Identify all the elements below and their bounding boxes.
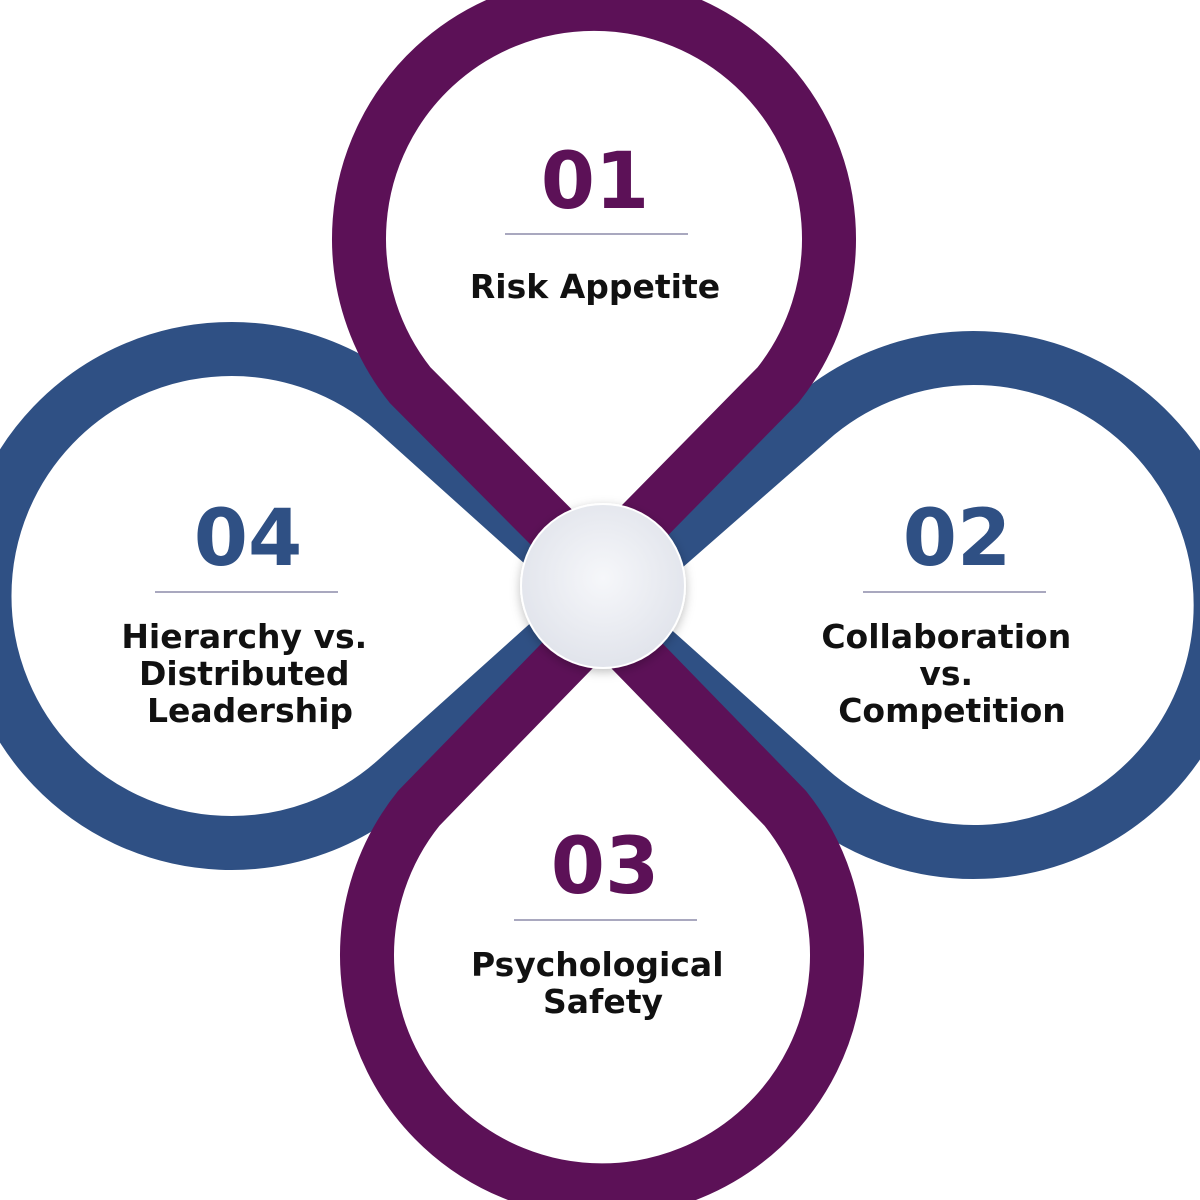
petal-03-label: Psychological Safety [471, 945, 735, 1021]
petal-02-label: Collaboration vs. Competition [821, 617, 1082, 730]
petal-04-label-line-1: Hierarchy vs. [121, 617, 367, 656]
petal-01-label: Risk Appetite [470, 267, 720, 306]
petal-03-label-line-2: Safety [543, 982, 663, 1021]
petal-02-label-line-2: vs. [919, 654, 973, 693]
petal-02: 02 Collaboration vs. Competition [560, 331, 1200, 879]
petal-01: 01 Risk Appetite [332, 0, 856, 610]
petal-01-number: 01 [541, 137, 650, 227]
petal-03-label-line-1: Psychological [471, 945, 724, 984]
petal-03: 03 Psychological Safety [340, 581, 864, 1200]
petal-04-ring [0, 322, 642, 870]
petal-04-label-line-2: Distributed [139, 654, 350, 693]
petal-04: 04 Hierarchy vs. Distributed Leadership [0, 322, 642, 870]
petal-02-number: 02 [903, 494, 1012, 584]
petal-02-label-line-3: Competition [838, 691, 1066, 730]
petal-03-ring [340, 581, 864, 1200]
center-hub [520, 503, 686, 669]
petal-03-number: 03 [551, 822, 660, 912]
petal-04-number: 04 [194, 494, 303, 584]
petal-02-ring [560, 331, 1200, 879]
petal-04-label-line-3: Leadership [147, 691, 353, 730]
petal-01-label-line-1: Risk Appetite [470, 267, 720, 306]
petal-02-label-line-1: Collaboration [821, 617, 1071, 656]
petal-04-label: Hierarchy vs. Distributed Leadership [121, 617, 378, 730]
petal-01-ring [332, 0, 856, 610]
